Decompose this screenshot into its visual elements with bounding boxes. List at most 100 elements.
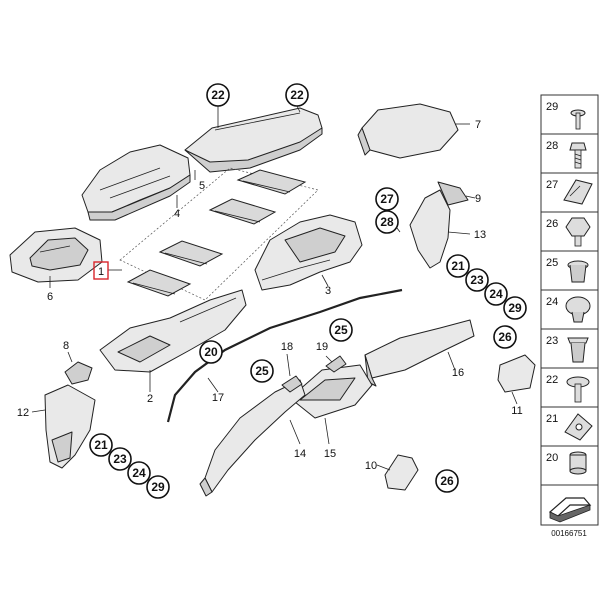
part-3-centre-housing (254, 214, 363, 291)
label-3: 3 (325, 285, 331, 297)
part-1-highlight (93, 261, 109, 280)
svg-text:28: 28 (380, 215, 394, 229)
label-19: 19 (316, 341, 328, 353)
label-16: 16 (452, 367, 464, 379)
svg-text:24: 24 (489, 287, 503, 301)
svg-text:23: 23 (546, 335, 558, 347)
sidebar-item-24: 24 (540, 289, 599, 330)
callout-28: 28 (375, 210, 399, 234)
part-labels: 1 2 3 4 5 6 7 8 9 10 11 12 13 14 15 16 1… (17, 119, 523, 472)
svg-text:21: 21 (451, 259, 465, 273)
label-7: 7 (475, 119, 481, 131)
svg-text:26: 26 (546, 218, 558, 230)
part-1-microfilters (119, 167, 319, 301)
callout-27: 27 (375, 187, 399, 211)
part-4-duct-housing (81, 144, 191, 221)
label-10: 10 (365, 460, 377, 472)
label-17: 17 (212, 392, 224, 404)
svg-text:20: 20 (546, 452, 558, 464)
svg-text:24: 24 (546, 296, 558, 308)
svg-text:27: 27 (380, 192, 394, 206)
sidebar-item-25: 25 (540, 250, 599, 291)
plug-icon (565, 296, 591, 323)
arrow-icon (548, 497, 592, 523)
label-12: 12 (17, 407, 29, 419)
grommet-icon (569, 451, 587, 475)
callout-20: 20 (199, 340, 223, 364)
callout-26-a: 26 (493, 325, 517, 349)
svg-text:20: 20 (204, 345, 218, 359)
sidebar-item-26: 26 (540, 211, 599, 252)
svg-text:22: 22 (546, 374, 558, 386)
label-11: 11 (511, 405, 522, 417)
callout-23-b: 23 (108, 447, 132, 471)
callout-24-b: 24 (127, 461, 151, 485)
part-10-bracket (384, 454, 419, 491)
svg-text:25: 25 (546, 257, 558, 269)
callout-24-a: 24 (484, 282, 508, 306)
label-14: 14 (294, 448, 306, 460)
label-2: 2 (147, 393, 153, 405)
expanding-nut-icon (567, 260, 589, 283)
callout-25-b: 25 (250, 359, 274, 383)
sidebar-arrow (540, 484, 599, 526)
label-8: 8 (63, 340, 69, 352)
svg-text:21: 21 (546, 413, 558, 425)
bolt-icon (569, 142, 587, 169)
label-4: 4 (174, 208, 180, 220)
sidebar-item-28: 28 (540, 133, 599, 174)
expanding-rivet-icon (567, 337, 589, 363)
part-15-intake (289, 364, 373, 419)
svg-text:22: 22 (211, 88, 225, 102)
part-13-bracket (409, 181, 469, 269)
callout-26-b: 26 (435, 469, 459, 493)
part-14-long-duct (199, 379, 306, 497)
callout-23-a: 23 (465, 268, 489, 292)
svg-text:29: 29 (151, 480, 165, 494)
sidebar-item-27: 27 (540, 172, 599, 213)
clip-nut-icon (564, 413, 593, 441)
screw-icon (570, 109, 586, 130)
callout-21-b: 21 (89, 433, 113, 457)
svg-text:23: 23 (470, 273, 484, 287)
part-8-bracket (64, 361, 93, 385)
leader-lines (31, 105, 518, 471)
part-6-seal-plate (9, 227, 103, 283)
part-2-lower-duct (99, 289, 247, 373)
svg-text:25: 25 (255, 364, 269, 378)
part-17-seal-strip (166, 288, 403, 423)
part-18-clip (281, 375, 303, 393)
sidebar-item-23: 23 (540, 328, 599, 369)
label-9: 9 (475, 193, 481, 205)
callout-21-a: 21 (446, 254, 470, 278)
label-5: 5 (199, 180, 205, 192)
part-12-left-duct (44, 384, 96, 469)
callout-29-a: 29 (503, 296, 527, 320)
collar-screw-icon (566, 376, 590, 403)
svg-text:21: 21 (94, 438, 108, 452)
clip-icon (563, 179, 593, 205)
sidebar-item-22: 22 (540, 367, 599, 408)
callouts: 22 22 27 28 21 23 24 29 (89, 83, 527, 499)
svg-text:23: 23 (113, 452, 127, 466)
label-1: 1 (98, 266, 104, 278)
label-6: 6 (47, 291, 53, 303)
part-19-clip (325, 355, 347, 373)
sidebar-item-21: 21 (540, 406, 599, 447)
part-5-cover (184, 107, 323, 173)
small-parts-sidebar: 29 28 27 26 (540, 94, 599, 538)
hex-nut-icon (565, 217, 591, 247)
callout-22-a: 22 (206, 83, 230, 107)
label-18: 18 (281, 341, 293, 353)
svg-text:27: 27 (546, 179, 558, 191)
svg-text:29: 29 (546, 101, 558, 113)
sidebar-item-20: 20 (540, 445, 599, 486)
label-13: 13 (474, 229, 486, 241)
svg-text:25: 25 (334, 323, 348, 337)
svg-text:26: 26 (498, 330, 512, 344)
reference-number: 00166751 (551, 529, 587, 538)
sidebar-item-29: 29 (540, 94, 599, 135)
part-7-cover-plate (357, 103, 459, 159)
